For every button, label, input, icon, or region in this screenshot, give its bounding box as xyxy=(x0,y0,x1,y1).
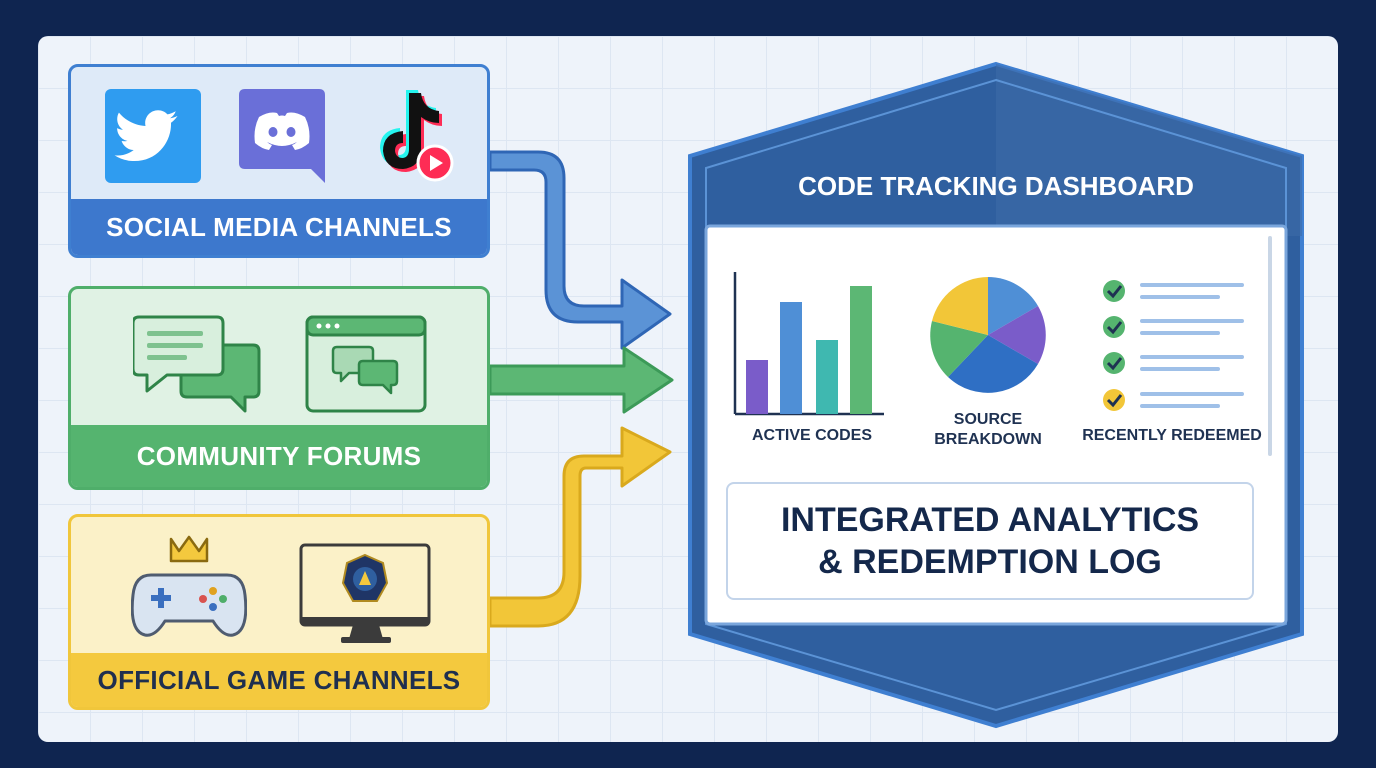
community-forums-label: COMMUNITY FORUMS xyxy=(71,425,487,487)
dashboard-shield xyxy=(688,61,1304,729)
social-media-label: SOCIAL MEDIA CHANNELS xyxy=(71,199,487,255)
game-monitor-icon xyxy=(299,543,431,643)
recently-redeemed-list xyxy=(1103,280,1244,411)
gamepad-crown-icon xyxy=(131,535,247,637)
source-breakdown-pie xyxy=(930,277,1046,393)
tiktok-icon xyxy=(380,90,454,182)
forums-to-dashboard-arrow xyxy=(488,346,674,414)
chat-bubbles-icon xyxy=(133,315,261,413)
source-breakdown-label: SOURCE BREAKDOWN xyxy=(918,410,1058,450)
bar-3 xyxy=(816,340,838,414)
bar-1 xyxy=(746,360,768,414)
active-codes-label: ACTIVE CODES xyxy=(751,427,872,444)
analytics-log-box: INTEGRATED ANALYTICS & REDEMPTION LOG xyxy=(726,482,1254,600)
social-to-dashboard-arrow xyxy=(488,150,672,350)
game-to-dashboard-arrow xyxy=(488,426,672,628)
community-forums-box: COMMUNITY FORUMS xyxy=(68,286,490,490)
log-title-line2: & REDEMPTION LOG xyxy=(818,543,1162,581)
diagram-canvas: SOCIAL MEDIA CHANNELS COMMUNITY FORUMS xyxy=(38,36,1338,742)
active-codes-chart xyxy=(733,272,884,416)
source-breakdown-label-line1: SOURCE xyxy=(953,411,1023,428)
dashboard-title: CODE TRACKING DASHBOARD xyxy=(798,171,1194,201)
discord-icon xyxy=(239,89,325,183)
bar-4 xyxy=(850,286,872,414)
flow-arrows xyxy=(488,150,674,628)
bar-2 xyxy=(780,302,802,414)
source-breakdown-label-line2: BREAKDOWN xyxy=(934,431,1042,448)
official-game-channels-label: OFFICIAL GAME CHANNELS xyxy=(71,653,487,707)
twitter-icon xyxy=(105,89,201,183)
forum-window-icon xyxy=(305,315,427,413)
log-title-line1: INTEGRATED ANALYTICS xyxy=(780,501,1200,539)
social-media-channels-box: SOCIAL MEDIA CHANNELS xyxy=(68,64,490,258)
official-game-channels-box: OFFICIAL GAME CHANNELS xyxy=(68,514,490,710)
recently-redeemed-label: RECENTLY REDEEMED xyxy=(1082,427,1262,444)
